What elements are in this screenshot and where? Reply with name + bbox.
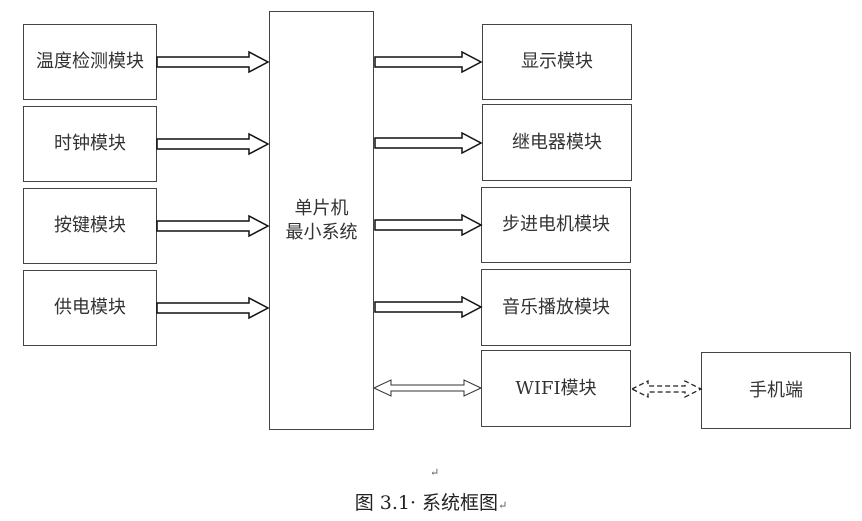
phone-label: 手机端	[749, 379, 803, 401]
arrow-temperature-to-mcu	[156, 50, 270, 74]
figure-caption: 图 3.1· 系统框图↵	[0, 488, 862, 515]
display-module-label: 显示模块	[521, 51, 593, 72]
paragraph-mark: ↵	[430, 466, 440, 479]
wifi-module-box: WIFI模块	[481, 350, 631, 427]
stepper-motor-module-box: 步进电机模块	[481, 187, 631, 263]
relay-module-box: 继电器模块	[482, 104, 632, 181]
mcu-box: 单片机 最小系统	[269, 11, 374, 430]
display-module-box: 显示模块	[482, 24, 632, 100]
key-module-label: 按键模块	[54, 215, 126, 236]
arrow-mcu-to-display	[374, 50, 483, 74]
arrow-clock-to-mcu	[156, 132, 270, 156]
phone-box: 手机端	[701, 352, 851, 429]
temperature-module-label: 温度检测模块	[36, 51, 144, 72]
arrow-mcu-to-music	[374, 295, 483, 319]
arrow-power-to-mcu	[156, 296, 270, 320]
mcu-label-line2: 最小系统	[285, 221, 358, 243]
arrow-mcu-wifi-bidirectional	[372, 379, 483, 397]
mcu-label: 单片机 最小系统	[286, 197, 358, 245]
wifi-module-label: WIFI模块	[515, 377, 597, 399]
power-module-box: 供电模块	[23, 270, 157, 346]
temperature-module-box: 温度检测模块	[23, 24, 157, 100]
key-module-box: 按键模块	[23, 188, 157, 264]
arrow-key-to-mcu	[156, 214, 270, 238]
clock-module-box: 时钟模块	[23, 106, 157, 182]
clock-module-label: 时钟模块	[54, 133, 126, 154]
music-module-label: 音乐播放模块	[502, 296, 610, 318]
arrow-wifi-phone-dashed	[630, 379, 703, 399]
relay-module-label: 继电器模块	[512, 131, 602, 153]
mcu-label-line1: 单片机	[294, 197, 349, 219]
figure-caption-text: 图 3.1· 系统框图	[354, 492, 499, 514]
music-module-box: 音乐播放模块	[481, 269, 631, 346]
power-module-label: 供电模块	[54, 297, 126, 318]
caption-paragraph-mark: ↵	[498, 499, 508, 512]
arrow-mcu-to-relay	[374, 131, 483, 155]
stepper-motor-module-label: 步进电机模块	[502, 214, 610, 235]
arrow-mcu-to-stepper	[374, 213, 483, 237]
